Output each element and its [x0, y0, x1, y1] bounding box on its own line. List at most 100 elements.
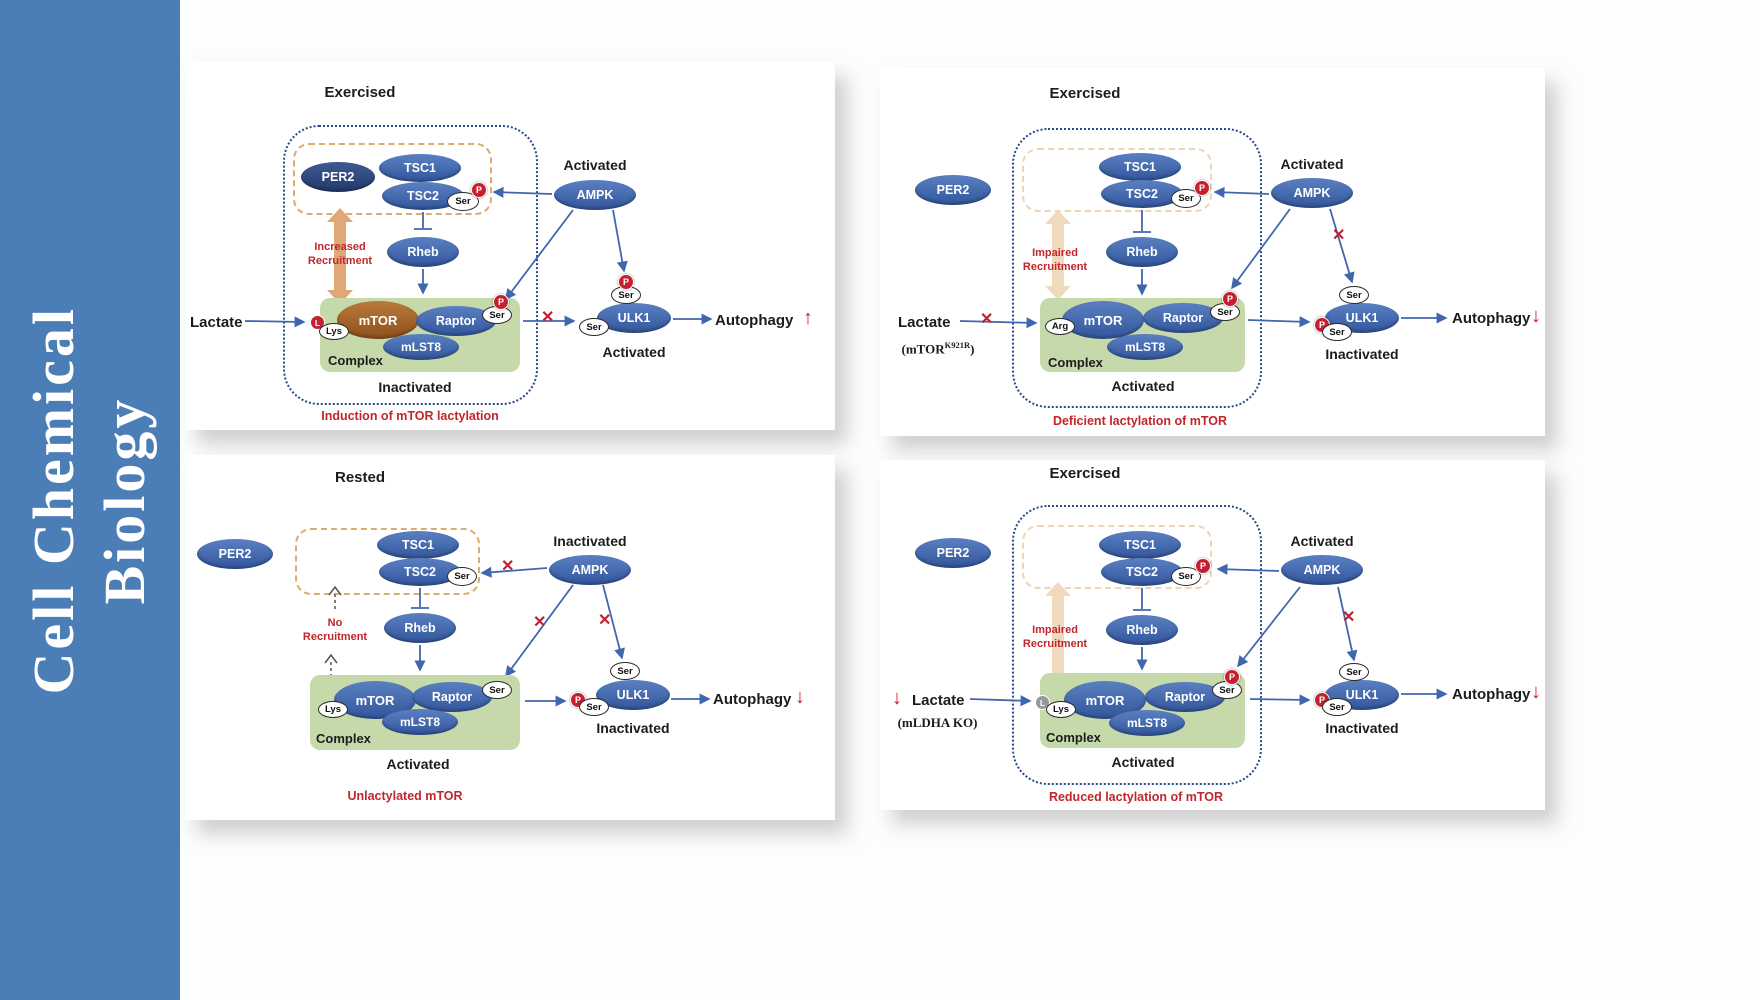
node-rheb: Rheb	[1106, 615, 1178, 645]
phospho-badge: P	[1222, 291, 1238, 307]
node-rheb: Rheb	[384, 613, 456, 643]
complex-label: Complex	[328, 353, 383, 368]
lactate-reduced-icon: ↓	[892, 687, 902, 709]
autophagy-direction-icon: ↓	[795, 686, 805, 708]
node-ampk: AMPK	[1281, 555, 1363, 585]
node-tsc1: TSC1	[1099, 153, 1181, 181]
node-tsc2: TSC2	[1101, 558, 1183, 586]
phospho-badge: P	[493, 294, 509, 310]
ampk-state-label: Inactivated	[553, 533, 627, 549]
panel-caption: Deficient lactylation of mTOR	[1052, 414, 1228, 428]
panel-title: Exercised	[1049, 85, 1121, 102]
node-ampk: AMPK	[554, 180, 636, 210]
panel-title: Rested	[334, 469, 386, 486]
complex-state-label: Activated	[386, 756, 450, 772]
genotype-label: (mLDHA KO)	[897, 715, 978, 730]
residue-ser: Ser	[447, 192, 479, 211]
autophagy-direction-icon: ↑	[803, 307, 813, 329]
phospho-badge: P	[471, 182, 487, 198]
node-tsc1: TSC1	[379, 154, 461, 182]
journal-title-line2: Biology	[92, 396, 157, 604]
node-tsc2: TSC2	[1101, 180, 1183, 208]
panel-title: Exercised	[1049, 465, 1121, 482]
journal-title: Cell Chemical Biology	[19, 306, 161, 695]
phospho-badge: P	[618, 274, 634, 290]
node-per2: PER2	[915, 175, 991, 205]
residue-ser: Ser	[482, 681, 512, 699]
node-per2: PER2	[197, 539, 273, 569]
residue-ser: Ser	[579, 318, 609, 336]
residue-lys: Lys	[1046, 701, 1076, 718]
genotype-pre: (mTOR	[901, 341, 945, 357]
recruitment-note-line1: Increased	[314, 241, 366, 253]
genotype-post: )	[970, 341, 975, 357]
autophagy-label: Autophagy	[713, 691, 792, 708]
residue-ser: Ser	[1171, 567, 1201, 586]
panel-caption: Reduced lactylation of mTOR	[1048, 790, 1224, 804]
per2-recruitment-zone	[1022, 148, 1212, 212]
residue-ser: Ser	[447, 567, 477, 586]
residue-ser: Ser	[1171, 189, 1201, 208]
blocked-x-icon: ✕	[598, 612, 612, 629]
residue-arg: Arg	[1045, 318, 1075, 335]
recruitment-note-line1: Impaired	[1032, 247, 1078, 259]
complex-state-label: Activated	[1111, 754, 1175, 770]
recruitment-note-line1: No	[327, 617, 343, 629]
blocked-x-icon: ✕	[541, 309, 555, 326]
ampk-state-label: Activated	[1290, 533, 1354, 549]
panel-rested: Rested PER2 TSC1 TSC2 Ser ✕ AMPK Inactiv…	[185, 455, 835, 820]
lactate-label: Lactate	[912, 692, 965, 709]
autophagy-label: Autophagy	[1452, 686, 1531, 703]
recruitment-note: Impaired Recruitment	[1010, 623, 1100, 652]
node-mlst8: mLST8	[1107, 334, 1183, 360]
per2-recruitment-zone	[293, 143, 492, 215]
phospho-badge: P	[1224, 669, 1240, 685]
node-rheb: Rheb	[1106, 237, 1178, 267]
lactate-label: Lactate	[898, 314, 951, 331]
phospho-badge: P	[1195, 558, 1211, 574]
panel-title: Exercised	[324, 84, 396, 101]
node-raptor: Raptor	[1145, 682, 1225, 712]
complex-label: Complex	[1046, 730, 1101, 745]
node-mlst8: mLST8	[382, 709, 458, 735]
complex-state-label: Activated	[1111, 378, 1175, 394]
node-rheb: Rheb	[387, 237, 459, 267]
node-tsc1: TSC1	[1099, 531, 1181, 559]
panel-exercised-mldha-ko: Exercised PER2 TSC1 TSC2 Ser P AMPK Acti…	[880, 460, 1545, 810]
node-mtor: mTOR	[1062, 301, 1144, 339]
ulk1-state-label: Inactivated	[1325, 346, 1399, 362]
ulk1-state-label: Activated	[602, 344, 666, 360]
residue-lys: Lys	[319, 323, 349, 340]
ulk1-state-label: Inactivated	[596, 720, 670, 736]
blocked-x-icon: ✕	[1332, 227, 1346, 244]
recruitment-note-line2: Recruitment	[1022, 638, 1088, 651]
complex-state-label: Inactivated	[378, 379, 452, 395]
node-mlst8: mLST8	[383, 334, 459, 360]
blocked-x-icon: ✕	[501, 558, 515, 575]
complex-label: Complex	[316, 731, 371, 746]
node-tsc1: TSC1	[377, 531, 459, 559]
arrow-ampk-to-ulk1-blocked	[1329, 208, 1355, 284]
ampk-state-label: Activated	[1280, 156, 1344, 172]
panel-exercised-mtor-k921r: Exercised PER2 TSC1 TSC2 Ser P AMPK Acti…	[880, 68, 1545, 436]
per2-recruitment-zone	[295, 528, 480, 595]
recruitment-note: Increased Recruitment	[295, 240, 385, 269]
journal-sidebar: Cell Chemical Biology	[0, 0, 180, 1000]
recruitment-note-line2: Recruitment	[1022, 261, 1088, 274]
node-per2: PER2	[915, 538, 991, 568]
genotype-sup: K921R	[944, 340, 971, 350]
dashed-arrowhead	[324, 653, 338, 664]
node-ampk: AMPK	[1271, 178, 1353, 208]
ampk-state-label: Activated	[563, 157, 627, 173]
genotype-label: (mTORK921R)	[882, 340, 994, 357]
node-mtor: mTOR	[337, 301, 419, 339]
residue-lys: Lys	[318, 701, 348, 718]
lactate-label: Lactate	[190, 314, 243, 331]
node-raptor: Raptor	[412, 682, 492, 712]
residue-ser: Ser	[1339, 286, 1369, 304]
autophagy-direction-icon: ↓	[1531, 305, 1541, 327]
recruitment-note: Impaired Recruitment	[1010, 246, 1100, 275]
autophagy-label: Autophagy	[715, 312, 794, 329]
autophagy-direction-icon: ↓	[1531, 681, 1541, 703]
node-mlst8: mLST8	[1109, 710, 1185, 736]
